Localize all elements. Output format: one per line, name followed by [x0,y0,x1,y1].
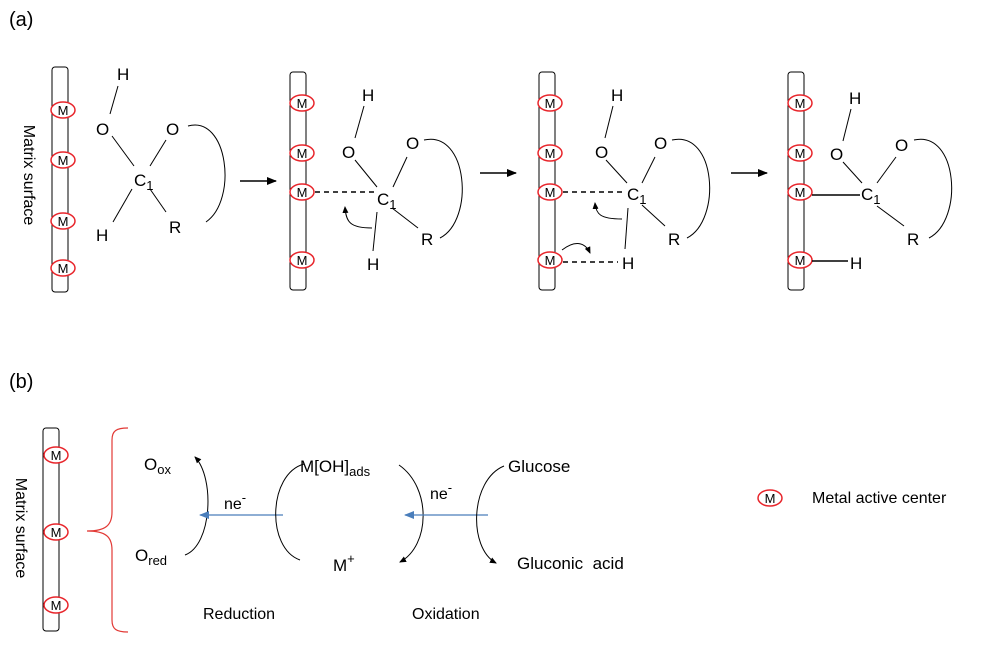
m-oh-ads-label: M[OH]ads [300,457,371,479]
metal-center: M [537,94,563,112]
atom-o: O [830,145,843,164]
stage-1: Matrix surface M M M M H O O C1 H R [20,65,226,293]
metal-center: M [289,183,315,201]
metal-center: M [537,183,563,201]
svg-text:M: M [795,96,806,111]
matrix-surface-label: Matrix surface [20,125,37,226]
atom-o: O [96,120,109,139]
atom-r: R [668,230,680,249]
atom-o: O [654,134,667,153]
metal-center: M [43,596,69,614]
svg-text:M: M [297,96,308,111]
atom-c: C1 [627,185,647,207]
metal-center: M [787,144,813,162]
svg-text:M: M [545,185,556,200]
atom-c: C1 [377,190,397,212]
electron-label: ne- [430,480,452,503]
svg-text:M: M [58,103,69,118]
svg-text:M: M [765,491,776,506]
svg-text:M: M [297,146,308,161]
metal-center: M [787,251,813,269]
atom-o: O [895,136,908,155]
metal-center: M [43,523,69,541]
atom-r: R [169,218,181,237]
atom-h: H [849,89,861,108]
legend-text: Metal active center [812,490,947,507]
svg-text:M: M [297,185,308,200]
glucose-label: Glucose [508,457,570,476]
metal-center: M [50,151,76,169]
svg-text:M: M [545,146,556,161]
atom-h: H [611,86,623,105]
matrix-surface [289,71,307,291]
o-red-label: Ored [135,546,167,568]
atom-o: O [166,120,179,139]
metal-center: M [50,212,76,230]
svg-text:M: M [545,96,556,111]
matrix-surface [51,66,69,293]
matrix-surface [538,71,556,291]
svg-text:M: M [795,253,806,268]
stage-3: M M M M H O O C1 H R [537,71,711,291]
panel-label-a: (a) [9,9,33,31]
atom-h: H [850,254,862,273]
metal-center: M [289,94,315,112]
atom-c: C1 [134,171,154,193]
matrix-surface-label: Matrix surface [12,478,29,579]
atom-h: H [367,255,379,274]
svg-text:M: M [795,146,806,161]
metal-center: M [537,144,563,162]
legend: M Metal active center [757,489,947,507]
reduction-label: Reduction [203,606,275,623]
oxidation-label: Oxidation [412,606,480,623]
metal-center: M [787,183,813,201]
red-brace [86,427,129,633]
atom-c: C1 [861,185,881,207]
metal-center: M [50,259,76,277]
metal-center: M [50,101,76,119]
svg-text:M: M [58,214,69,229]
atom-o: O [342,143,355,162]
panel-label-b: (b) [9,371,33,393]
panel-b: Matrix surface M M M Oox Ored ne- M[OH]a… [12,427,624,633]
atom-r: R [907,230,919,249]
metal-center: M [537,251,563,269]
atom-h: H [362,86,374,105]
m-plus-label: M+ [333,551,355,575]
legend-symbol: M [757,489,783,507]
matrix-surface [787,71,805,291]
stage-4: M M M M H O O C1 H R [787,71,953,291]
atom-r: R [421,230,433,249]
svg-text:M: M [51,525,62,540]
metal-center: M [787,94,813,112]
atom-h: H [96,226,108,245]
metal-center: M [289,144,315,162]
svg-text:M: M [58,261,69,276]
atom-h: H [117,65,129,84]
svg-text:M: M [297,253,308,268]
svg-text:M: M [51,598,62,613]
svg-text:M: M [58,153,69,168]
metal-center: M [43,446,69,464]
o-ox-label: Oox [144,455,171,477]
svg-text:M: M [545,253,556,268]
metal-center: M [289,251,315,269]
atom-o: O [406,134,419,153]
electron-label: ne- [224,490,246,513]
svg-text:M: M [51,448,62,463]
svg-text:M: M [795,185,806,200]
atom-h: H [622,254,634,273]
gluconic-acid-label: Gluconic acid [517,554,624,573]
stage-2: M M M M H O O C1 H R [289,71,463,291]
atom-o: O [595,143,608,162]
